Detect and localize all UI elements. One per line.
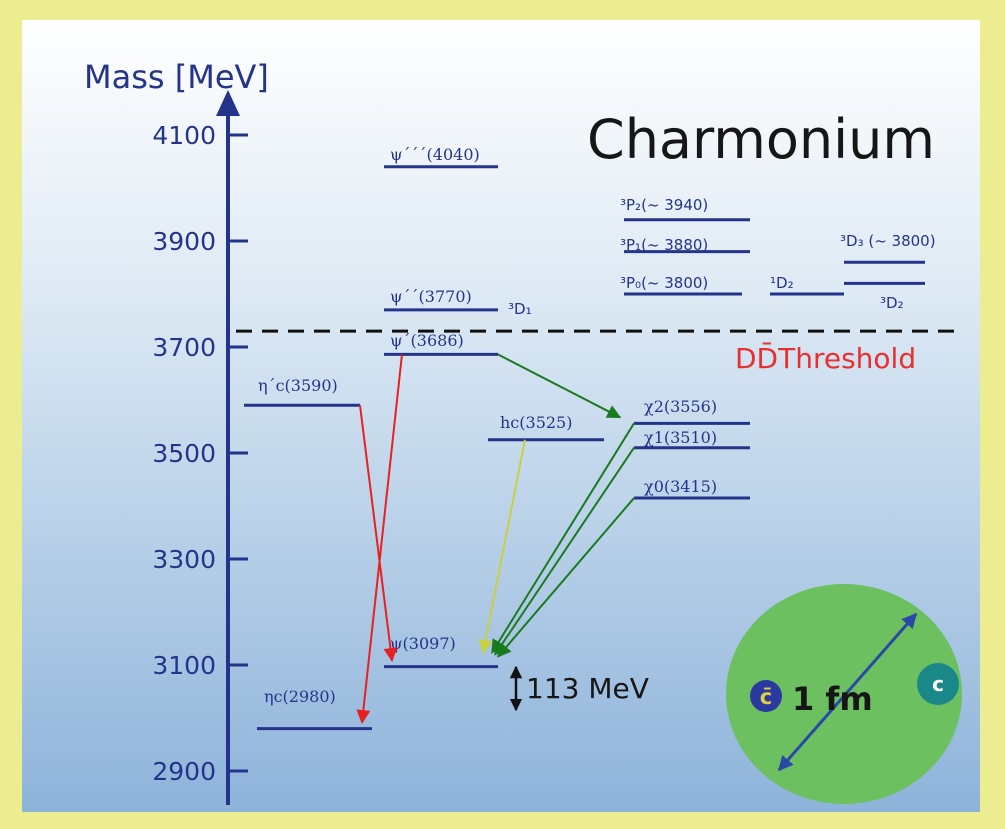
- diagram-title: Charmonium: [587, 108, 935, 171]
- level-label-psi4040: ψ´´´(4040): [390, 145, 480, 164]
- threshold-label: DD̄Threshold: [735, 341, 916, 375]
- transitions: [356, 353, 635, 724]
- size-arrow: [777, 612, 918, 772]
- axis-tick-label-3300: 3300: [152, 545, 216, 574]
- meson-illustration: c̄ c 1 fm: [726, 584, 962, 804]
- level-label-d2-singlet: ¹D₂: [770, 274, 794, 292]
- level-label-d2-triplet: ³D₂: [880, 294, 904, 312]
- axis-label: Mass [MeV]: [84, 58, 269, 96]
- transition-psi2s-to-chi2: [497, 353, 622, 419]
- level-label-p0: ³P₀(~ 3800): [620, 274, 708, 292]
- size-label: 1 fm: [792, 680, 873, 718]
- level-label-psi3770-d1: ³D₁: [508, 300, 532, 318]
- level-label-p1: ³P₁(~ 3880): [620, 236, 708, 254]
- splitting-label: 113 MeV: [526, 672, 649, 705]
- transition-psi2s-to-etac: [356, 354, 403, 724]
- level-label-d3: ³D₃ (~ 3800): [840, 232, 936, 250]
- axis-tick-label-2900: 2900: [152, 757, 216, 786]
- mass-axis: Mass [MeV] 4100 3900 3700 3500 3300 3100 2900: [84, 58, 269, 805]
- transition-chi2-to-jpsi: [491, 422, 635, 654]
- quark-label: c: [932, 672, 944, 696]
- level-label-jpsi: ψ(3097): [390, 634, 456, 653]
- level-label-chi2: χ2(3556): [644, 397, 717, 416]
- level-label-hc: hc(3525): [500, 413, 572, 432]
- axis-ticks: 4100 3900 3700 3500 3300 3100 2900: [152, 121, 248, 786]
- axis-tick-label-3500: 3500: [152, 439, 216, 468]
- antiquark-label: c̄: [760, 685, 772, 709]
- level-label-etac2s: η´c(3590): [258, 376, 338, 395]
- axis-tick-label-3100: 3100: [152, 651, 216, 680]
- level-label-psi3770: ψ´´(3770): [390, 287, 472, 306]
- level-label-etac: ηc(2980): [264, 687, 336, 706]
- quark-icon: [917, 663, 959, 705]
- charmonium-diagram: Charmonium Mass [MeV] 4100 3900 3700 3500 33…: [22, 20, 980, 812]
- level-label-psi2s: ψ´(3686): [390, 331, 464, 350]
- transition-etac2s-to-jpsi: [359, 405, 398, 662]
- antiquark-icon: [750, 680, 782, 712]
- diagram-frame: Charmonium Mass [MeV] 4100 3900 3700 3500 33…: [22, 20, 980, 812]
- level-label-chi1: χ1(3510): [644, 428, 717, 447]
- level-label-p2: ³P₂(~ 3940): [620, 196, 708, 214]
- transition-hc-to-etac: [478, 439, 526, 654]
- transition-chi1-to-jpsi: [494, 447, 635, 656]
- level-label-chi0: χ0(3415): [644, 477, 717, 496]
- axis-tick-label-3900: 3900: [152, 227, 216, 256]
- axis-tick-label-4100: 4100: [152, 121, 216, 150]
- axis-arrow-icon: [216, 90, 240, 116]
- transition-chi0-to-jpsi: [497, 497, 635, 658]
- axis-tick-label-3700: 3700: [152, 333, 216, 362]
- energy-levels: [244, 165, 925, 731]
